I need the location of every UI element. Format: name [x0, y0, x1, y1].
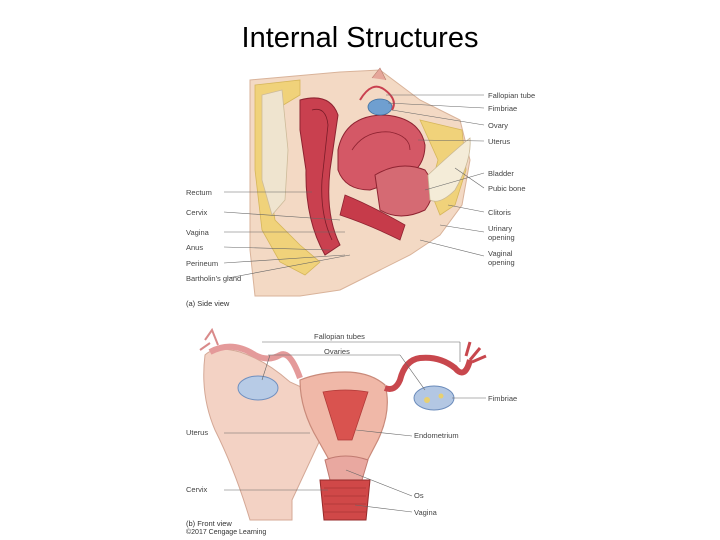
label-vagina-side: Vagina — [186, 228, 209, 237]
label-fimbriae-front: Fimbriae — [488, 394, 518, 403]
label-vagina-front: Vagina — [414, 508, 437, 517]
label-pubic-bone: Pubic bone — [488, 184, 526, 193]
page-title: Internal Structures — [241, 22, 479, 54]
label-uterus-front: Uterus — [186, 428, 209, 437]
label-cervix-side: Cervix — [186, 208, 208, 217]
side-view-illustration — [223, 67, 485, 297]
label-urinary-opening: Urinary opening — [488, 224, 515, 242]
label-endometrium: Endometrium — [414, 431, 459, 440]
label-anus: Anus — [186, 243, 204, 252]
label-fimbriae: Fimbriae — [488, 104, 518, 113]
label-ovary: Ovary — [488, 121, 509, 130]
label-rectum: Rectum — [186, 188, 212, 197]
label-fallopian-tube: Fallopian tube — [488, 91, 536, 100]
label-cervix-front: Cervix — [186, 485, 208, 494]
label-fallopian-tubes: Fallopian tubes — [314, 332, 365, 341]
label-ovaries: Ovaries — [324, 347, 350, 356]
label-vaginal-opening: Vaginal opening — [488, 249, 515, 267]
label-perineum: Perineum — [186, 259, 219, 268]
label-bartholins-gland: Bartholin's gland — [186, 274, 242, 283]
label-os: Os — [414, 491, 424, 500]
label-uterus: Uterus — [488, 137, 511, 146]
caption-front-view: (b) Front view — [186, 519, 232, 528]
caption-side-view: (a) Side view — [186, 299, 230, 308]
front-view-illustration — [199, 327, 487, 521]
label-clitoris: Clitoris — [488, 208, 511, 217]
label-bladder: Bladder — [488, 169, 514, 178]
credit-line: ©2017 Cengage Learning — [186, 529, 267, 536]
